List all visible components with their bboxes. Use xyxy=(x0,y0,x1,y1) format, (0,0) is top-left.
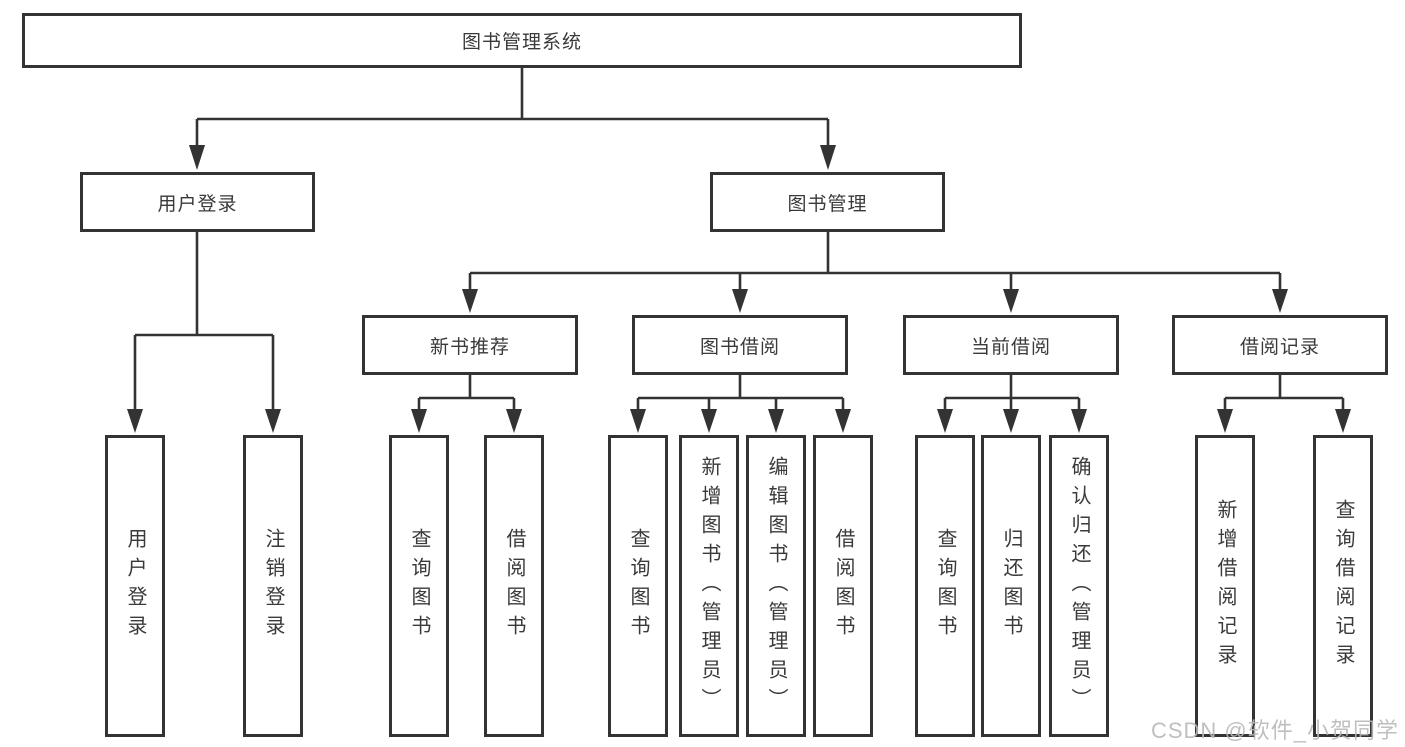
node-label: 查询图书 xyxy=(934,528,956,644)
node-label: 确认归还（管理员） xyxy=(1068,455,1090,717)
node-label: 新增图书（管理员） xyxy=(698,455,720,717)
node-leaf-query-books: 查询图书 xyxy=(608,435,668,737)
node-label: 新书推荐 xyxy=(429,336,510,358)
node-leaf-borrow-books: 借阅图书 xyxy=(484,435,544,737)
node-label: 查询图书 xyxy=(408,528,430,644)
node-leaf-add-borrow-record: 新增借阅记录 xyxy=(1195,435,1255,737)
arrowheads-level2 xyxy=(189,145,836,170)
node-label: 用户登录 xyxy=(157,193,238,215)
arrowheads-new-book-children xyxy=(411,409,522,433)
node-leaf-confirm-return-admin: 确认归还（管理员） xyxy=(1049,435,1109,737)
node-label: 借阅图书 xyxy=(503,528,525,644)
node-leaf-user-login: 用户登录 xyxy=(105,435,165,737)
node-leaf-logout: 注销登录 xyxy=(243,435,303,737)
node-label: 图书借阅 xyxy=(699,336,780,358)
connector-book-mgmt-children xyxy=(468,232,1282,292)
node-label: 编辑图书（管理员） xyxy=(765,455,787,717)
node-label: 用户登录 xyxy=(124,528,146,644)
node-leaf-add-book-admin: 新增图书（管理员） xyxy=(679,435,739,737)
node-label: 图书管理 xyxy=(787,193,868,215)
node-borrowing-records: 借阅记录 xyxy=(1172,315,1388,375)
arrowheads-borrow-record-children xyxy=(1217,409,1351,433)
node-library-management-system: 图书管理系统 xyxy=(22,13,1022,68)
node-current-borrowing: 当前借阅 xyxy=(903,315,1119,375)
node-label: 借阅图书 xyxy=(832,528,854,644)
connector-user-login-children xyxy=(133,232,275,412)
csdn-watermark: CSDN @软件_小贺同学 xyxy=(1150,718,1399,743)
arrowheads-book-mgmt-children xyxy=(462,289,1288,313)
connector-new-book-children xyxy=(417,375,516,412)
node-leaf-query-borrow-record: 查询借阅记录 xyxy=(1313,435,1373,737)
arrowheads-current-borrow-children xyxy=(937,409,1087,433)
node-user-login: 用户登录 xyxy=(80,172,315,232)
arrowheads-book-borrow-children xyxy=(630,409,851,433)
node-label: 注销登录 xyxy=(262,528,284,644)
connector-book-borrow-children xyxy=(636,375,845,412)
node-leaf-return-books: 归还图书 xyxy=(981,435,1041,737)
arrowheads-user-login-children xyxy=(127,409,281,433)
connector-borrow-record-children xyxy=(1223,375,1345,412)
node-label: 图书管理系统 xyxy=(461,32,582,53)
node-label: 当前借阅 xyxy=(970,336,1051,358)
node-book-borrowing: 图书借阅 xyxy=(632,315,848,375)
node-new-book-recommendation: 新书推荐 xyxy=(362,315,578,375)
node-leaf-query-books: 查询图书 xyxy=(389,435,449,737)
node-label: 新增借阅记录 xyxy=(1214,499,1236,673)
node-leaf-borrow-books: 借阅图书 xyxy=(813,435,873,737)
node-book-management: 图书管理 xyxy=(710,172,945,232)
node-label: 借阅记录 xyxy=(1239,336,1320,358)
node-leaf-query-books: 查询图书 xyxy=(915,435,975,737)
node-label: 查询借阅记录 xyxy=(1332,499,1354,673)
connector-root-to-level2 xyxy=(195,68,830,148)
connector-current-borrow-children xyxy=(943,375,1081,412)
node-label: 查询图书 xyxy=(627,528,649,644)
node-leaf-edit-book-admin: 编辑图书（管理员） xyxy=(746,435,806,737)
node-label: 归还图书 xyxy=(1000,528,1022,644)
